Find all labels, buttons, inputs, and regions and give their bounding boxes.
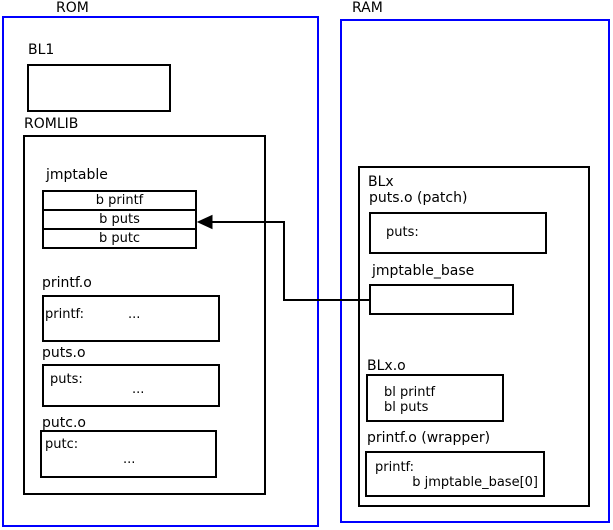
putc-o-body: ... [123,452,136,467]
printf-o-box: printf: ... [42,295,220,342]
jmptable-row-b-putc: b putc [42,228,197,249]
puts-patch-symbol: puts: [386,225,419,240]
bl1-label: BL1 [28,42,55,58]
puts-o-body: ... [132,382,145,397]
blx-o-box: bl printf bl puts [366,374,504,422]
romlib-label: ROMLIB [24,116,79,132]
putc-o-label: putc.o [42,415,86,431]
blx-box [358,166,590,507]
putc-o-symbol: putc: [45,437,79,452]
printf-o-symbol: printf: [45,307,85,322]
puts-o-box: puts: ... [42,364,220,407]
jmptable-base-label: jmptable_base [372,263,475,279]
romlib-box [23,135,266,495]
puts-o-symbol: puts: [50,372,83,387]
ram-region-label: RAM [352,0,383,16]
printf-wrapper-body: b jmptable_base[0] [412,475,538,490]
blx-o-label: BLx.o [367,358,406,374]
puts-o-label: puts.o [42,345,86,361]
jmptable-row-b-printf: b printf [42,190,197,211]
printf-o-body: ... [128,307,141,322]
blx-o-line2: bl puts [384,400,429,415]
printf-wrapper-symbol: printf: [375,460,415,475]
puts-patch-label: puts.o (patch) [369,190,468,206]
jmptable: b printf b puts b putc [42,190,197,249]
printf-o-label: printf.o [42,275,92,291]
bl1-box [27,64,171,112]
jmptable-base-box [369,284,514,315]
blx-label: BLx [368,174,394,190]
jmptable-label: jmptable [46,167,108,183]
blx-o-line1: bl printf [384,385,436,400]
puts-patch-box: puts: [369,212,547,254]
rom-region-label: ROM [56,0,89,16]
printf-wrapper-label: printf.o (wrapper) [367,430,491,446]
jmptable-row-b-puts: b puts [42,209,197,230]
putc-o-box: putc: ... [40,430,217,478]
printf-wrapper-box: printf: b jmptable_base[0] [365,451,545,497]
